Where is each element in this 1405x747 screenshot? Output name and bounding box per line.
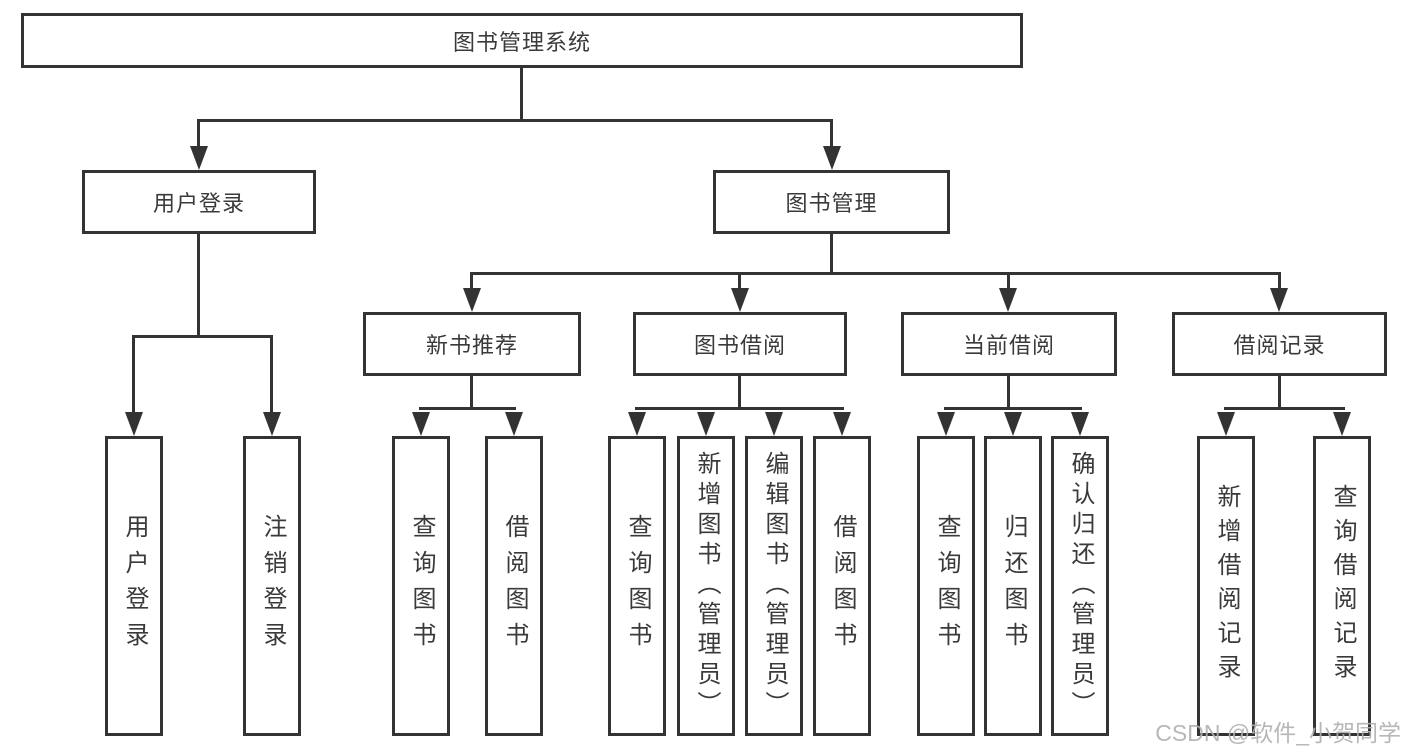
leaf-add-borrow-record: 新增借阅记录 [1197,436,1255,736]
connector-vline [830,234,833,275]
connector-hline [132,335,273,338]
node-new-book-recommendation: 新书推荐 [363,312,581,376]
node-label: 新增图书（管理员） [693,451,720,721]
connector-vline [1007,376,1010,410]
leaf-query-book-current: 查询图书 [917,436,975,736]
node-label: 新书推荐 [425,333,518,358]
leaf-borrow-book-recommend: 借阅图书 [485,436,543,736]
leaf-query-book-recommend: 查询图书 [392,436,450,736]
arrow-down [937,412,955,436]
node-label: 查询图书 [933,514,960,658]
arrow-down [1333,412,1351,436]
leaf-confirm-return-admin: 确认归还（管理员） [1051,436,1109,736]
arrow-down [697,412,715,436]
leaf-add-book-admin: 新增图书（管理员） [677,436,735,736]
watermark: CSDN @软件_小贺同学 [1155,720,1401,746]
node-label: 查询图书 [624,514,651,658]
node-library-system: 图书管理系统 [21,13,1023,68]
arrow-down [1071,412,1089,436]
connector-hline [197,119,833,122]
node-label: 图书管理系统 [452,29,591,55]
connector-vline [738,376,741,410]
connector-vline [1007,272,1010,292]
connector-vline [1278,376,1281,410]
arrow-down [263,412,281,436]
node-label: 借阅图书 [501,514,528,658]
leaf-user-login: 用户登录 [105,436,163,736]
arrow-down [765,412,783,436]
leaf-query-book-borrowing: 查询图书 [608,436,666,736]
node-label: 图书管理 [785,191,878,216]
arrow-down [412,412,430,436]
node-label: 归还图书 [1000,514,1027,658]
node-label: 用户登录 [152,191,245,216]
node-borrowing-records: 借阅记录 [1172,312,1387,376]
connector-vline [132,335,135,415]
node-label: 借阅图书 [829,514,856,658]
connector-vline [270,335,273,415]
connector-vline [738,272,741,292]
connector-vline [520,68,523,121]
node-label: 借阅记录 [1233,333,1326,358]
node-label: 查询图书 [408,514,435,658]
arrow-down [823,146,841,170]
node-label: 注销登录 [259,514,286,658]
leaf-return-book: 归还图书 [984,436,1042,736]
leaf-edit-book-admin: 编辑图书（管理员） [745,436,803,736]
connector-hline [470,272,1281,275]
arrow-down [628,412,646,436]
connector-vline [197,119,200,150]
connector-hline [944,407,1082,410]
node-user-login: 用户登录 [82,170,316,234]
arrow-down [190,146,208,170]
connector-vline [470,376,473,410]
node-label: 当前借阅 [962,333,1055,358]
arrow-down [999,288,1017,312]
node-label: 确认归还（管理员） [1067,451,1094,721]
arrow-down [1217,412,1235,436]
node-book-management: 图书管理 [713,170,950,234]
leaf-borrow-book-borrowing: 借阅图书 [813,436,871,736]
connector-hline [1224,407,1345,410]
connector-vline [470,272,473,292]
leaf-query-borrow-record: 查询借阅记录 [1313,436,1371,736]
node-label: 新增借阅记录 [1213,484,1240,688]
arrow-down [1004,412,1022,436]
arrow-down [731,288,749,312]
connector-vline [197,234,200,338]
node-book-borrowing: 图书借阅 [633,312,847,376]
connector-vline [1278,272,1281,292]
node-label: 查询借阅记录 [1329,484,1356,688]
arrow-down [505,412,523,436]
node-label: 编辑图书（管理员） [761,451,788,721]
arrow-down [463,288,481,312]
connector-hline [635,407,844,410]
connector-hline [419,407,516,410]
connector-vline [830,119,833,150]
node-label: 用户登录 [121,514,148,658]
node-current-borrowing: 当前借阅 [901,312,1117,376]
arrow-down [833,412,851,436]
arrow-down [1270,288,1288,312]
node-label: 图书借阅 [693,333,786,358]
arrow-down [125,412,143,436]
leaf-logout: 注销登录 [243,436,301,736]
